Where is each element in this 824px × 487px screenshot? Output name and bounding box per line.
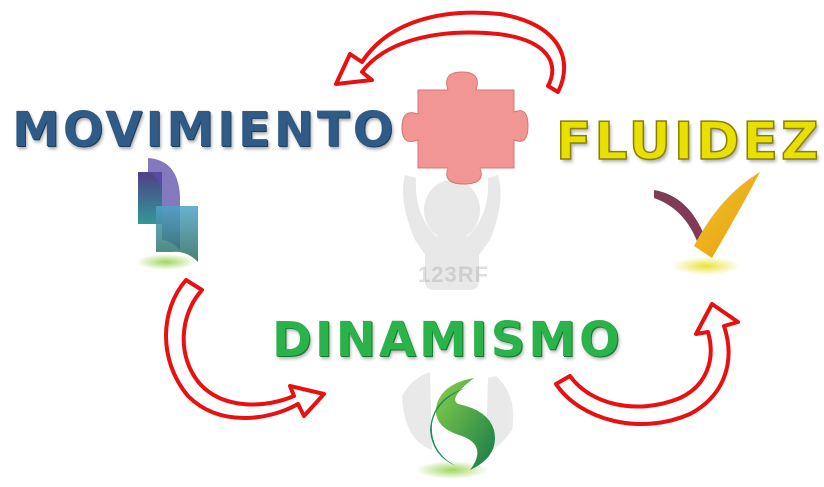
cycle-arrow-icon <box>164 278 326 420</box>
cycle-arrow-icon <box>554 302 740 427</box>
dinamismo-logo-icon <box>402 372 514 479</box>
label-fluidez: FLUIDEZ <box>555 111 822 173</box>
fluidez-logo-icon <box>654 172 760 275</box>
person-figure-icon <box>402 175 501 290</box>
label-movimiento: MOVIMIENTO <box>12 102 397 158</box>
watermark-text: 123RF <box>418 262 490 287</box>
label-dinamismo: DINAMISMO <box>272 312 623 368</box>
cycle-arrow-icon <box>334 10 567 94</box>
movimiento-logo-icon <box>136 158 198 270</box>
puzzle-piece-icon <box>401 71 529 185</box>
